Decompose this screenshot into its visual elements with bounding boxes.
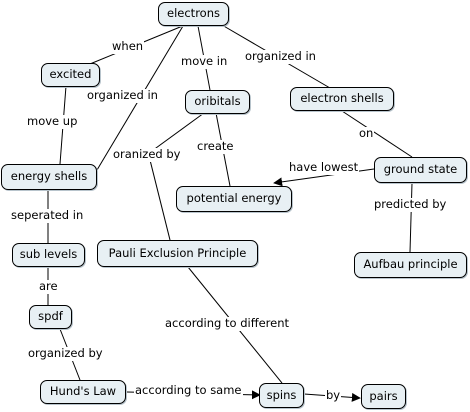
node-hunds-law[interactable]: Hund's Law	[40, 380, 126, 404]
edge-oribitals-pauli-2	[149, 159, 171, 241]
node-ground-state[interactable]: ground state	[374, 157, 467, 183]
edge-ground-state-aufbau	[409, 182, 413, 253]
node-pairs[interactable]: pairs	[361, 384, 406, 409]
link-label-organized-in-left: organized in	[86, 88, 159, 103]
edge-electron-shells-ground-state	[341, 110, 413, 158]
node-spins[interactable]: spins	[259, 383, 304, 408]
link-label-move-in: move in	[180, 54, 229, 69]
node-potential-energy[interactable]: potential energy	[176, 186, 292, 212]
link-label-according-to-same: according to same	[134, 383, 243, 398]
node-excited[interactable]: excited	[41, 63, 100, 87]
link-label-by: by	[325, 388, 342, 403]
link-label-oranized-by: oranized by	[112, 147, 182, 162]
link-label-organized-in-right: organized in	[244, 49, 317, 64]
link-label-seperated-in: seperated in	[10, 208, 85, 223]
node-energy-shells[interactable]: energy shells	[1, 164, 97, 190]
node-electron-shells[interactable]: electron shells	[290, 87, 394, 111]
link-label-move-up: move up	[26, 114, 79, 129]
link-label-according-to-different: according to different	[164, 316, 291, 331]
node-electrons[interactable]: electrons	[158, 2, 229, 26]
link-label-create: create	[196, 139, 235, 154]
node-pauli-exclusion-principle[interactable]: Pauli Exclusion Principle	[97, 240, 258, 267]
link-label-when: when	[111, 39, 145, 54]
node-spdf[interactable]: spdf	[29, 305, 72, 329]
link-label-on: on	[358, 126, 375, 141]
link-label-have-lowest: have lowest	[288, 160, 360, 175]
link-label-are: are	[38, 279, 59, 294]
link-label-organized-by: organized by	[27, 346, 104, 361]
link-label-predicted-by: predicted by	[373, 197, 448, 212]
node-oribitals[interactable]: oribitals	[185, 90, 250, 114]
node-aufbau-principle[interactable]: Aufbau principle	[354, 252, 467, 278]
node-sub-levels[interactable]: sub levels	[12, 243, 85, 267]
